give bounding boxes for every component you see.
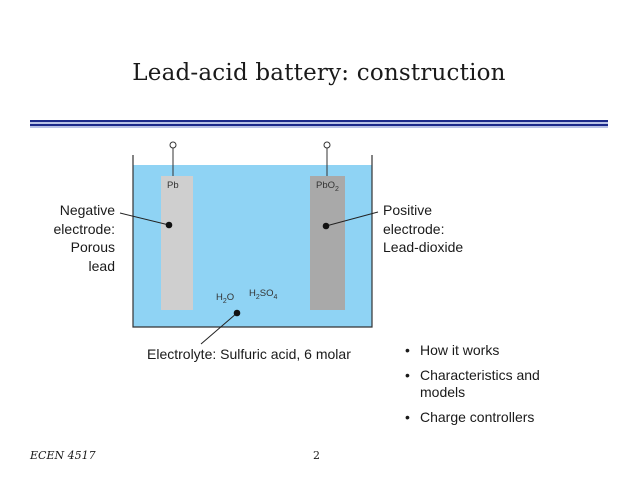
electrolyte-leader-dot <box>233 309 241 317</box>
list-item: How it works <box>405 342 585 359</box>
negative-leader-line <box>119 212 170 226</box>
sulfuric-acid-label: H2SO4 <box>249 288 278 301</box>
slide-title: Lead-acid battery: construction <box>132 60 506 86</box>
negative-caption-line: electrode: <box>53 220 115 237</box>
list-item: Characteristics and models <box>405 367 585 401</box>
topic-list: How it works Characteristics and models … <box>405 342 585 434</box>
positive-terminal-icon <box>323 141 331 149</box>
negative-electrode-caption: Negative electrode: Porous lead <box>20 201 115 275</box>
negative-leader-dot <box>165 221 173 229</box>
electrolyte-caption: Electrolyte: Sulfuric acid, 6 molar <box>147 346 351 362</box>
negative-caption-line: Porous <box>70 239 115 255</box>
positive-leader-dot <box>322 222 330 230</box>
positive-plate <box>310 176 345 310</box>
list-item: Charge controllers <box>405 409 585 426</box>
positive-caption-line: electrode: <box>383 220 445 237</box>
container <box>132 155 373 328</box>
rule-dark-top <box>30 120 608 122</box>
negative-caption-line: lead <box>88 257 115 274</box>
negative-terminal-icon <box>169 141 177 149</box>
positive-caption-line: Positive <box>383 202 433 218</box>
rule-light-bottom <box>30 126 608 128</box>
positive-electrode-caption: Positive electrode: Lead-dioxide <box>383 201 503 257</box>
electrolyte-leader-line <box>200 312 238 345</box>
course-label: ECEN 4517 <box>30 449 96 462</box>
rule-light-top <box>30 122 608 124</box>
rule-dark-mid <box>30 124 608 126</box>
positive-caption-line: Lead-dioxide <box>383 239 464 255</box>
negative-plate <box>161 176 193 310</box>
positive-plate-label: PbO2 <box>316 180 339 193</box>
negative-plate-label: Pb <box>167 180 179 191</box>
water-label: H2O <box>216 292 235 305</box>
page-number: 2 <box>313 449 320 462</box>
positive-leader-line <box>325 211 379 227</box>
negative-caption-line: Negative <box>59 202 115 218</box>
